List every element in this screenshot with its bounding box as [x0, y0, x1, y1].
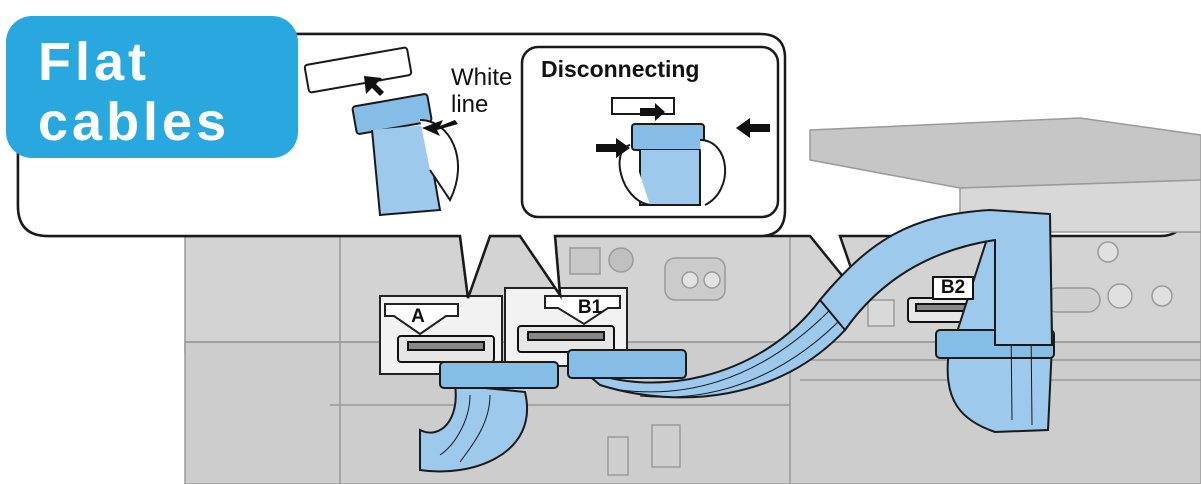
disconnecting-arrows	[596, 103, 770, 158]
white-line-arrows	[364, 76, 458, 136]
cable-b2-loop	[818, 208, 1054, 346]
title-line-2: cables	[38, 92, 231, 152]
white-line-label-1: White	[451, 64, 513, 91]
white-line-label: White line	[451, 64, 512, 118]
white-line-label-2: line	[451, 91, 489, 118]
disconnecting-title: Disconnecting	[541, 56, 700, 82]
disconnecting-illustration	[611, 97, 727, 206]
title-line-1: Flat	[38, 32, 151, 92]
white-line-illustration	[303, 46, 460, 217]
connector-label-b2: B2	[932, 276, 974, 300]
connector-label-b1: B1	[577, 297, 603, 318]
connector-label-a: A	[411, 306, 425, 327]
title-badge: Flat cables	[6, 16, 298, 158]
